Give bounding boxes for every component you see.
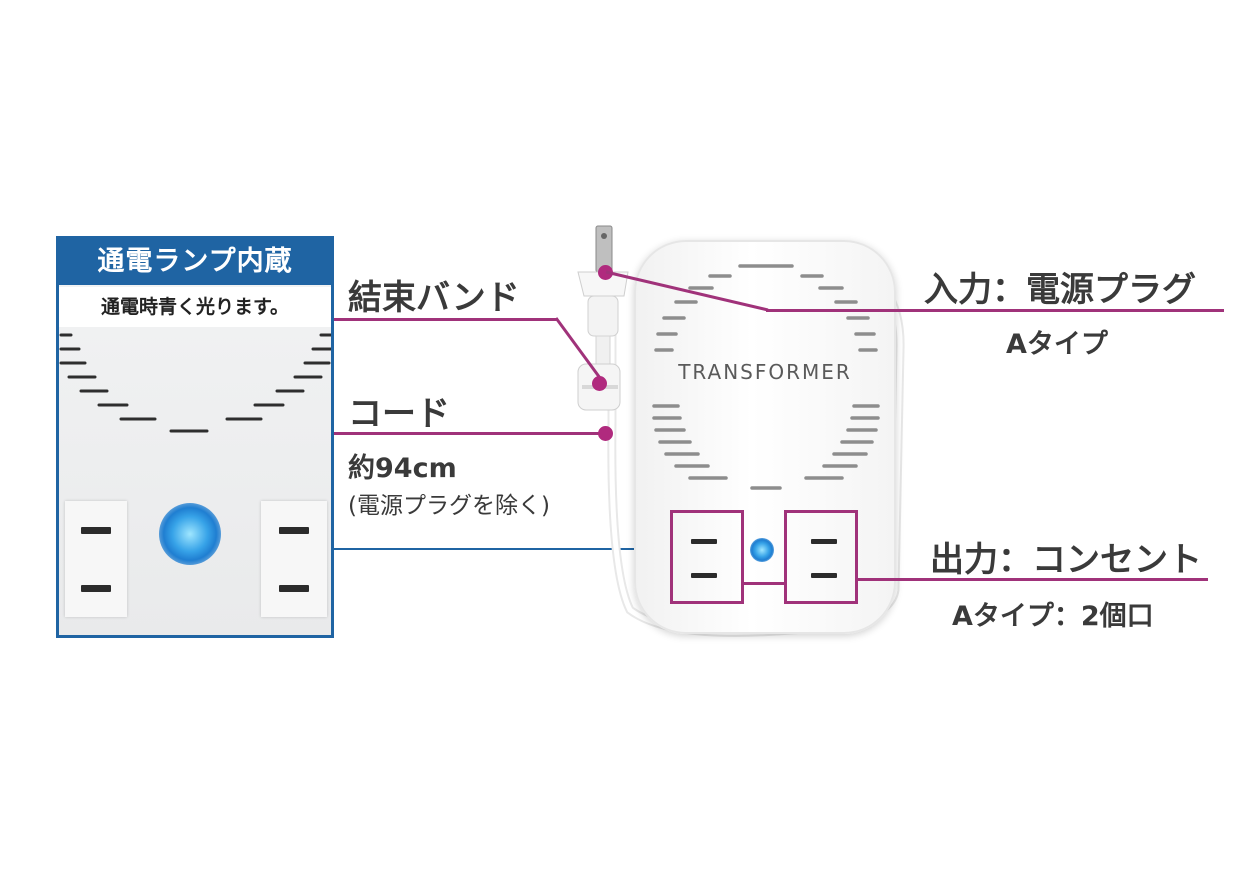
power-lamp-inset: 通電ランプ内蔵 通電時青く光ります。 [56,236,334,638]
outlet-slot [691,539,717,544]
input-leader-diagonal [605,270,769,312]
outlet-slot [81,527,111,534]
cord-length: 約94cm [348,453,457,484]
outlet-slot [81,585,111,592]
band-leader-line [334,318,558,321]
band-label: 結束バンド [348,278,520,318]
inset-title: 通電ランプ内蔵 [59,239,331,285]
power-lamp-icon [159,503,221,565]
transformer-device [634,240,896,634]
band-marker-dot [592,376,607,391]
output-right-outlet-frame [784,510,858,604]
outlet-connector-line [744,582,784,585]
outlet-slot [691,573,717,578]
inset-outlet-right [261,501,327,617]
cord-note: (電源プラグを除く) [348,493,550,519]
inset-subtitle: 通電時青く光ります。 [59,287,331,327]
lamp-leader-line [334,548,760,550]
device-lamp-icon [750,538,774,562]
outlet-slot [279,527,309,534]
band-leader-diagonal [554,317,602,379]
cord-leader-line [334,432,604,435]
cord-marker-dot [598,426,613,441]
input-leader-line [766,309,1224,312]
output-leader-line [858,578,1208,581]
device-brand-label: TRANSFORMER [678,360,852,384]
output-left-outlet-frame [670,510,744,604]
outlet-slot [811,573,837,578]
input-label: 入力：電源プラグ [924,270,1196,310]
outlet-slot [279,585,309,592]
inset-vent-pattern [59,333,331,433]
inset-outlet-left [65,501,127,617]
cord-label: コード [348,394,450,434]
input-type: Aタイプ [1006,329,1108,360]
outlet-slot [811,539,837,544]
output-label: 出力：コンセント [930,540,1202,580]
input-marker-dot [598,265,613,280]
output-type: Aタイプ：2個口 [952,601,1154,632]
device-vent-pattern [652,264,880,490]
